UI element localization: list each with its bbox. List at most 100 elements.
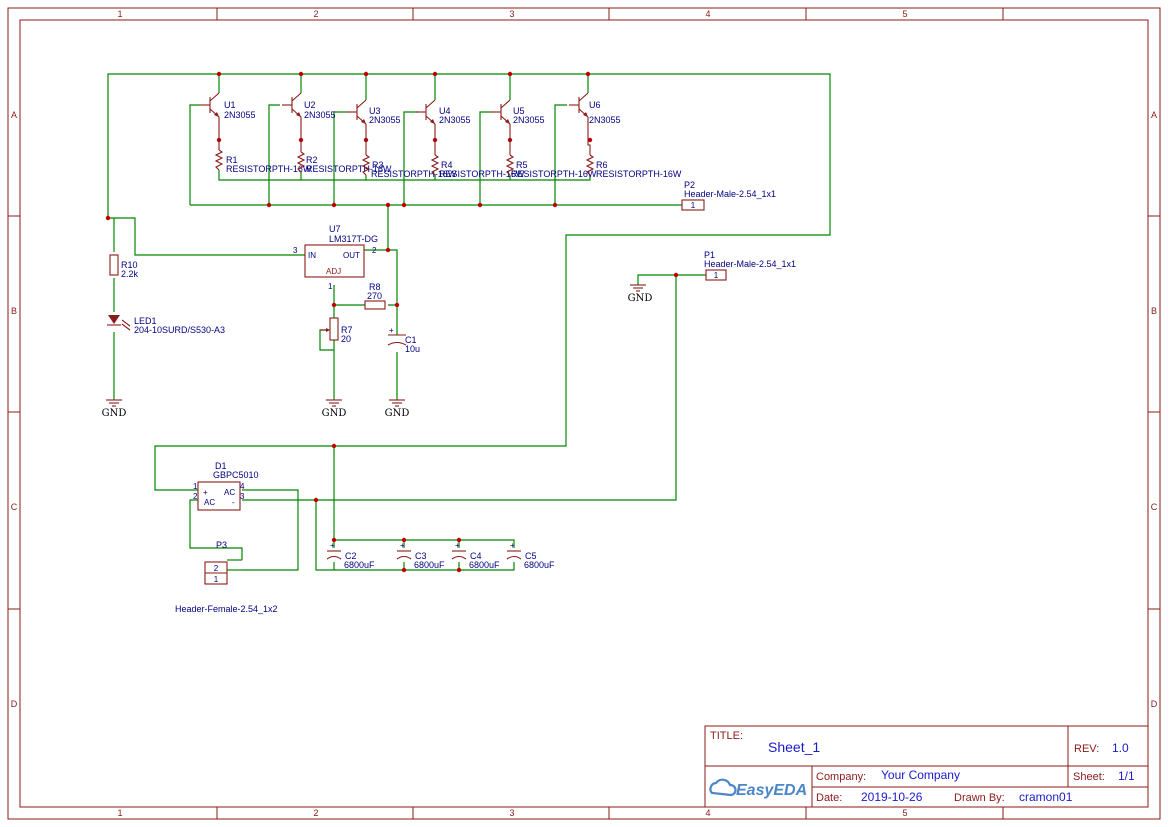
zone-bottom-1: 1 xyxy=(117,808,122,818)
rev-label: REV: xyxy=(1074,743,1099,755)
u3-ref: U3 xyxy=(369,106,381,116)
bridge-d1[interactable]: + AC AC - 1 2 3 4 D1 GBPC5010 xyxy=(193,461,259,511)
p1-pin: 1 xyxy=(714,271,719,280)
header-p1[interactable]: 1 P1 Header-Male-2.54_1x1 xyxy=(704,250,796,281)
emitter-legs xyxy=(218,117,591,155)
resistor-r6[interactable]: R6 RESISTORPTH-16W xyxy=(585,154,682,179)
d1-value: GBPC5010 xyxy=(213,470,259,480)
logo-text: EasyEDA xyxy=(736,782,807,799)
r1-ref: R1 xyxy=(226,155,238,165)
r10-ref: R10 xyxy=(121,260,138,270)
resistor-r3[interactable]: R3 RESISTORPTH-16W xyxy=(361,154,457,179)
sheet-value: 1/1 xyxy=(1118,769,1135,783)
u7-pin-adj: ADJ xyxy=(326,267,341,276)
u7-ref: U7 xyxy=(329,224,341,234)
gnd-label-4: GND xyxy=(628,293,653,304)
transistor-u4[interactable]: U4 2N3055 xyxy=(416,99,471,125)
regulator-u7[interactable]: IN OUT ADJ 3 2 1 U7 LM317T-DG xyxy=(293,224,378,291)
transistor-u5[interactable]: U5 2N3055 xyxy=(491,99,545,125)
gnd-label-3: GND xyxy=(385,408,410,419)
company-label: Company: xyxy=(816,771,866,783)
u7-pin-in-num: 3 xyxy=(293,246,298,255)
c2-value: 6800uF xyxy=(344,560,375,570)
led1-value: 204-10SURD/S530-A3 xyxy=(134,325,225,335)
sheet-title: Sheet_1 xyxy=(768,739,820,755)
u3-value: 2N3055 xyxy=(369,115,401,125)
zone-right-b: B xyxy=(1151,306,1157,316)
cloud-icon xyxy=(709,778,737,797)
p2-pin: 1 xyxy=(691,201,696,210)
c1-value: 10u xyxy=(405,344,420,354)
p3-pin2: 2 xyxy=(214,564,219,573)
zone-right-d: D xyxy=(1151,699,1158,709)
r4-ref: R4 xyxy=(441,160,453,170)
p2-ref: P2 xyxy=(684,180,695,190)
capacitor-c5[interactable]: + C5 6800uF xyxy=(506,541,555,570)
zone-top-4: 4 xyxy=(705,9,710,19)
u7-pin-adj-num: 1 xyxy=(328,282,333,291)
title-label: TITLE: xyxy=(710,730,743,742)
p3-pin1: 1 xyxy=(214,575,219,584)
header-p3[interactable]: 2 1 P3 Header-Female-2.54_1x2 xyxy=(175,540,278,614)
zone-left-a: A xyxy=(11,110,17,120)
zone-top-3: 3 xyxy=(509,9,514,19)
resistor-r4[interactable]: R4 RESISTORPTH-16W xyxy=(430,154,525,179)
capacitor-c4[interactable]: + C4 6800uF xyxy=(451,541,500,570)
r4-value: RESISTORPTH-16W xyxy=(439,169,525,179)
capacitor-c2[interactable]: + C2 6800uF xyxy=(326,541,375,570)
header-p2[interactable]: 1 P2 Header-Male-2.54_1x1 xyxy=(681,180,776,211)
transistor-u6[interactable]: U6 2N3055 xyxy=(569,92,621,125)
resistor-r1[interactable]: R1 RESISTORPTH-16W xyxy=(214,149,312,174)
zone-left-c: C xyxy=(11,502,18,512)
r1-value: RESISTORPTH-16W xyxy=(226,164,312,174)
d1-pin-plus: + xyxy=(203,488,208,497)
led1-ref: LED1 xyxy=(134,316,157,326)
zone-bottom-2: 2 xyxy=(313,808,318,818)
u7-pin-in: IN xyxy=(308,251,316,260)
gnd-symbol-1: GND xyxy=(102,399,126,419)
transistor-u2[interactable]: U2 2N3055 xyxy=(282,92,336,120)
r5-ref: R5 xyxy=(516,160,528,170)
junctions xyxy=(105,71,679,573)
resistor-r10[interactable]: R10 2.2k xyxy=(109,254,139,279)
transistor-u1[interactable]: U1 2N3055 xyxy=(200,92,256,120)
d1-pin-ac2: AC xyxy=(224,488,235,497)
r10-value: 2.2k xyxy=(121,269,139,279)
c4-value: 6800uF xyxy=(469,560,500,570)
d1-pin-4: 4 xyxy=(240,482,245,491)
p1-ref: P1 xyxy=(704,250,715,260)
r7-value: 20 xyxy=(341,334,351,344)
transistor-u3[interactable]: U3 2N3055 xyxy=(347,99,401,125)
u1-ref: U1 xyxy=(224,100,236,110)
zone-right-a: A xyxy=(1151,110,1157,120)
resistor-r2[interactable]: R2 RESISTORPTH-16W xyxy=(296,151,392,174)
drawn-by-label: Drawn By: xyxy=(954,792,1005,804)
r2-value: RESISTORPTH-16W xyxy=(306,164,392,174)
date-label: Date: xyxy=(816,792,842,804)
resistor-r8[interactable]: R8 270 xyxy=(364,282,386,310)
r3-ref: R3 xyxy=(372,160,384,170)
capacitor-c1[interactable]: + C1 10u xyxy=(387,326,420,354)
d1-pin-minus: - xyxy=(232,498,235,507)
u4-value: 2N3055 xyxy=(439,115,471,125)
c4-plus-mark: + xyxy=(455,541,460,550)
resistor-r5[interactable]: R5 RESISTORPTH-16W xyxy=(505,154,597,179)
u5-value: 2N3055 xyxy=(513,115,545,125)
drawn-by-value: cramon01 xyxy=(1019,790,1073,804)
u7-pin-out-num: 2 xyxy=(372,246,377,255)
c3-value: 6800uF xyxy=(414,560,445,570)
p1-value: Header-Male-2.54_1x1 xyxy=(704,259,796,269)
d1-ref: D1 xyxy=(215,461,227,471)
p3-value: Header-Female-2.54_1x2 xyxy=(175,604,278,614)
potentiometer-r7[interactable]: R7 20 xyxy=(320,317,353,344)
capacitor-c3[interactable]: + C3 6800uF xyxy=(396,541,445,570)
d1-pin-ac1: AC xyxy=(204,498,215,507)
r5-value: RESISTORPTH-16W xyxy=(511,169,597,179)
u4-ref: U4 xyxy=(439,106,451,116)
zone-left-d: D xyxy=(11,699,18,709)
sheet-frame: 1 2 3 4 5 1 2 3 4 5 A B C D A B C D xyxy=(7,7,1161,820)
led-led1[interactable]: LED1 204-10SURD/S530-A3 xyxy=(107,315,225,335)
r8-ref: R8 xyxy=(369,282,381,292)
r8-value: 270 xyxy=(367,291,382,301)
